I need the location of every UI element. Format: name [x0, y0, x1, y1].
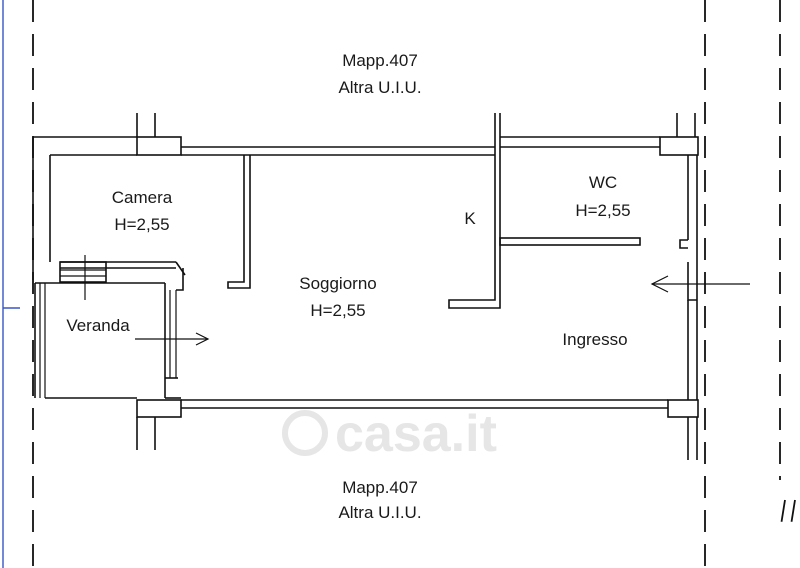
interior-walls — [60, 113, 641, 309]
veranda-label: Veranda — [66, 316, 130, 335]
watermark: casa.it — [282, 405, 497, 463]
watermark-text: casa.it — [335, 405, 497, 463]
ingresso-label: Ingresso — [562, 330, 627, 349]
top-parcel-note: Altra U.I.U. — [338, 78, 421, 97]
veranda-structure — [34, 261, 181, 399]
bottom-parcel-note: Altra U.I.U. — [338, 503, 421, 522]
kitchen-label: K — [464, 209, 476, 228]
camera-label: Camera — [112, 188, 173, 207]
bottom-parcel-ref: Mapp.407 — [342, 478, 418, 497]
soggiorno-height: H=2,55 — [310, 301, 365, 320]
camera-height: H=2,55 — [114, 215, 169, 234]
wc-label: WC — [589, 173, 617, 192]
wc-height: H=2,55 — [575, 201, 630, 220]
top-parcel-ref: Mapp.407 — [342, 51, 418, 70]
outer-walls — [32, 113, 699, 460]
entry-arrows — [84, 255, 750, 346]
soggiorno-label: Soggiorno — [299, 274, 377, 293]
